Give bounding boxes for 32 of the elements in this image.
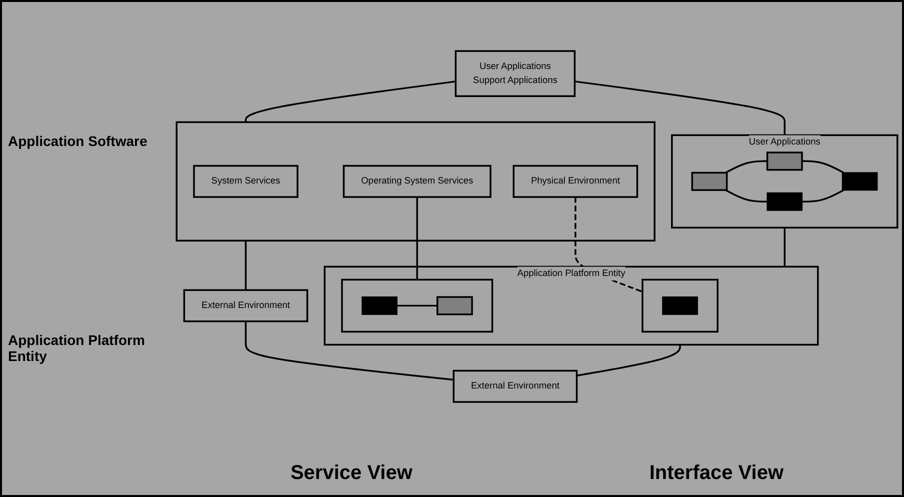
cluster bbox=[642, 278, 718, 333]
node-box: Physical Environment bbox=[512, 164, 638, 198]
node-box: External Environment bbox=[183, 289, 308, 322]
connector bbox=[244, 80, 456, 122]
column-label: Service View bbox=[290, 462, 412, 484]
connector bbox=[784, 228, 786, 267]
cluster bbox=[176, 121, 656, 242]
node-bar bbox=[691, 172, 728, 191]
row-label: Application Platform Entity bbox=[8, 332, 146, 364]
node-box: Operating System Services bbox=[342, 164, 492, 198]
row-label: Application Software bbox=[8, 133, 148, 150]
connector bbox=[244, 240, 247, 290]
column-label: Interface View bbox=[649, 462, 784, 484]
node-bar bbox=[436, 296, 473, 316]
cluster bbox=[341, 278, 494, 333]
connector bbox=[244, 321, 454, 381]
connector bbox=[725, 189, 768, 203]
connector bbox=[416, 197, 418, 280]
node-box: System Services bbox=[193, 164, 298, 198]
connector bbox=[725, 160, 768, 174]
connector bbox=[396, 304, 438, 307]
node-bar bbox=[842, 172, 878, 191]
node-box: External Environment bbox=[452, 370, 578, 403]
connector bbox=[574, 80, 786, 136]
node-bar bbox=[662, 296, 698, 315]
connector bbox=[802, 160, 844, 174]
connector bbox=[802, 189, 844, 203]
connector bbox=[576, 344, 681, 376]
node-bar bbox=[766, 152, 803, 171]
node-bar bbox=[766, 192, 803, 211]
node-box: User Applications Support Applications bbox=[454, 50, 576, 98]
node-bar bbox=[362, 296, 398, 315]
